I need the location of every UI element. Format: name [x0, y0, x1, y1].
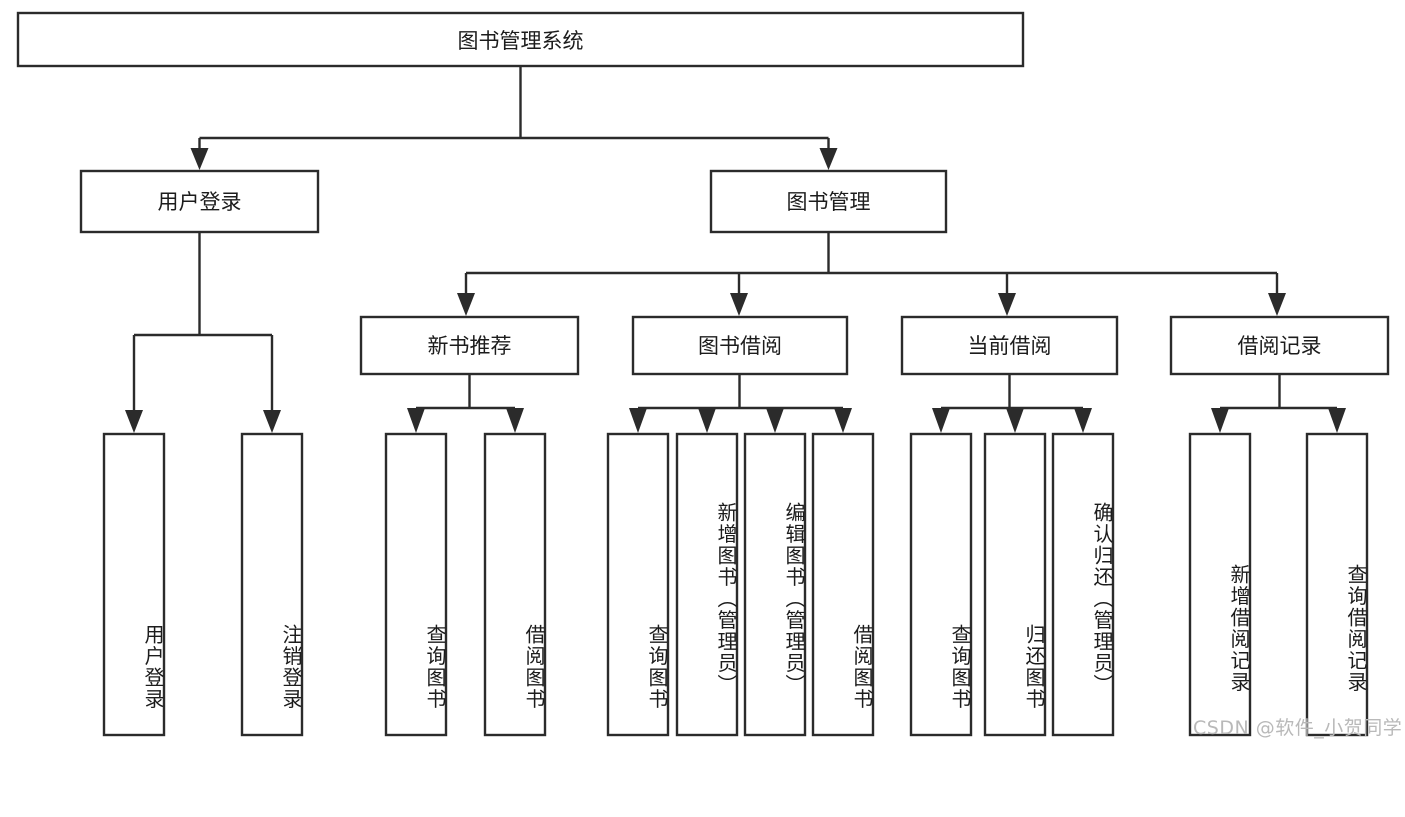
arrowhead-book-borrow: [730, 293, 748, 316]
node-leaf-query-record-rect[interactable]: [1305, 432, 1369, 737]
arrowhead-leaf-user-login: [125, 410, 143, 433]
arrowhead-leaf-borrow-book-1: [506, 408, 524, 433]
connector-group-root: [190, 66, 838, 170]
connector-group-book-borrow: [629, 374, 852, 433]
arrowhead-current-borrow: [998, 293, 1016, 316]
node-leaf-query-book-3-rect[interactable]: [909, 432, 973, 737]
arrowhead-user-login: [190, 148, 209, 170]
node-leaf-borrow-book-1-rect[interactable]: [483, 432, 547, 737]
node-book-borrow[interactable]: 图书借阅: [631, 315, 849, 376]
node-new-book-rec[interactable]: 新书推荐: [359, 315, 580, 376]
arrowhead-borrow-record: [1268, 293, 1286, 316]
flowchart-svg: 图书管理系统 用户登录 图书管理 新书推荐 图书借阅 当前借阅 借阅记录: [16, 11, 1390, 737]
node-leaf-user-login-rect[interactable]: [102, 432, 166, 737]
node-current-borrow-rect[interactable]: [900, 315, 1119, 376]
node-leaf-confirm-return-rect[interactable]: [1051, 432, 1115, 737]
node-book-manage-label: 图书管理: [787, 190, 871, 214]
connector-group-book-manage: [457, 232, 1286, 316]
node-borrow-record[interactable]: 借阅记录: [1169, 315, 1390, 376]
connector-group-user-login: [125, 232, 281, 433]
csdn-watermark: CSDN @软件_小贺同学: [1193, 717, 1403, 739]
node-leaf-query-book-1-rect[interactable]: [384, 432, 448, 737]
node-leaf-edit-book-rect[interactable]: [743, 432, 807, 737]
arrowhead-leaf-add-record: [1211, 408, 1229, 433]
node-leaf-add-book-rect[interactable]: [675, 432, 739, 737]
node-leaf-return-book-rect[interactable]: [983, 432, 1047, 737]
connector-group-borrow-record: [1211, 374, 1346, 433]
node-root[interactable]: 图书管理系统: [16, 11, 1025, 68]
arrowhead-leaf-borrow-book-2: [834, 408, 852, 433]
node-borrow-record-rect[interactable]: [1169, 315, 1390, 376]
node-user-login[interactable]: 用户登录: [79, 169, 320, 234]
node-book-borrow-rect[interactable]: [631, 315, 849, 376]
connector-group-current-borrow: [932, 374, 1092, 433]
arrowhead-leaf-query-record: [1328, 408, 1346, 433]
node-new-book-rec-label: 新书推荐: [428, 334, 512, 358]
node-root-label: 图书管理系统: [458, 29, 584, 53]
node-book-manage-rect[interactable]: [709, 169, 948, 234]
node-new-book-rec-rect[interactable]: [359, 315, 580, 376]
arrowhead-leaf-confirm-return: [1074, 408, 1092, 433]
arrowhead-leaf-edit-book: [766, 408, 784, 433]
node-book-manage[interactable]: 图书管理: [709, 169, 948, 234]
arrowhead-leaf-query-book-1: [407, 408, 425, 433]
arrowhead-book-manage: [819, 148, 838, 170]
node-user-login-label: 用户登录: [158, 190, 242, 214]
arrowhead-leaf-query-book-2: [629, 408, 647, 433]
node-borrow-record-label: 借阅记录: [1238, 334, 1322, 358]
arrowhead-leaf-return-book: [1006, 408, 1024, 433]
node-root-rect[interactable]: [16, 11, 1025, 68]
node-book-borrow-label: 图书借阅: [698, 334, 782, 358]
arrowhead-leaf-add-book: [698, 408, 716, 433]
node-leaf-borrow-book-2-rect[interactable]: [811, 432, 875, 737]
node-current-borrow[interactable]: 当前借阅: [900, 315, 1119, 376]
node-user-login-rect[interactable]: [79, 169, 320, 234]
arrowhead-new-book-rec: [457, 293, 475, 316]
node-current-borrow-label: 当前借阅: [968, 334, 1052, 358]
arrowhead-leaf-query-book-3: [932, 408, 950, 433]
diagram-canvas: 图书管理系统 用户登录 图书管理 新书推荐 图书借阅 当前借阅 借阅记录: [16, 11, 1403, 739]
node-leaf-query-book-2-rect[interactable]: [606, 432, 670, 737]
connector-group-new-book-rec: [407, 374, 524, 433]
arrowhead-leaf-user-logout: [263, 410, 281, 433]
node-leaf-add-record-rect[interactable]: [1188, 432, 1252, 737]
node-leaf-user-logout-rect[interactable]: [240, 432, 304, 737]
